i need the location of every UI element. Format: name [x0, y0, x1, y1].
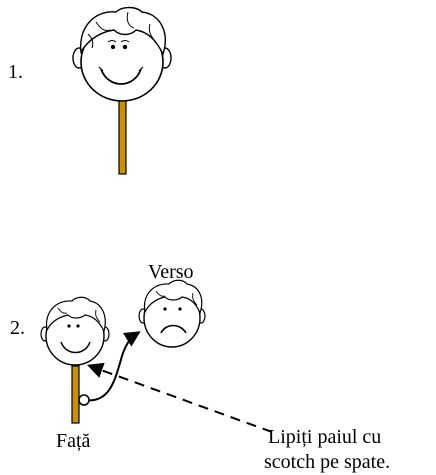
step-1-puppet — [72, 6, 172, 175]
flip-arrow-origin — [78, 394, 90, 406]
instruction-line-2: scotch pe spate. — [264, 451, 391, 473]
step-1-number: 1. — [8, 61, 23, 83]
step-2-number: 2. — [10, 317, 25, 339]
step-1-face — [72, 6, 172, 102]
front-label: Față — [56, 430, 91, 452]
step-2-front-face — [40, 296, 110, 366]
sad-mouth — [160, 324, 187, 334]
flip-arrow — [83, 331, 141, 402]
step-1-hair — [79, 6, 166, 56]
back-label: Verso — [148, 261, 194, 283]
step-2-back-face — [138, 279, 206, 348]
step-2-front-puppet — [40, 296, 110, 424]
instruction-pointer-arrow — [86, 362, 273, 433]
instruction-line-1: Lipiți paiul cu — [268, 426, 382, 448]
step-1-smile — [100, 68, 142, 85]
step-1-stick — [118, 97, 127, 175]
step-2-stick — [71, 365, 80, 424]
